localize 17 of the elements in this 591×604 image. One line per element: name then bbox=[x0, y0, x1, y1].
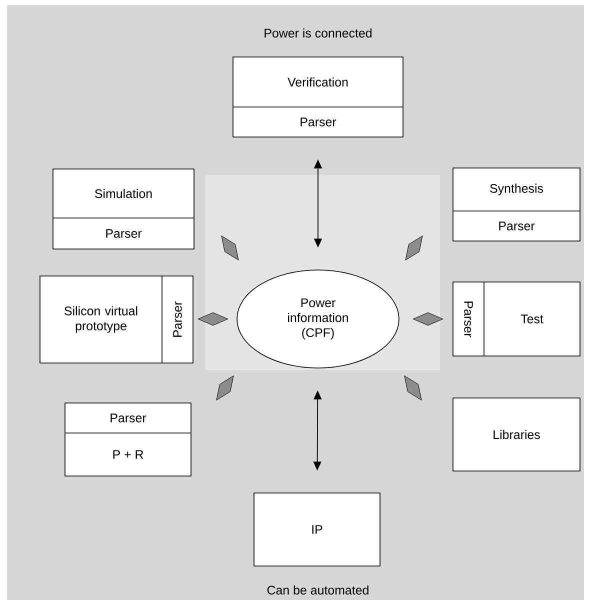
connector-diamond bbox=[405, 236, 423, 260]
process-box: Synthesis Parser bbox=[452, 168, 580, 242]
process-box: Parser Test bbox=[452, 282, 580, 356]
connector-diamond bbox=[404, 376, 422, 400]
process-box: Simulation Parser bbox=[52, 168, 194, 250]
process-box: Parser P + R bbox=[64, 402, 192, 476]
connector-diamond bbox=[221, 236, 239, 260]
process-box: Libraries bbox=[452, 398, 580, 472]
caption-text: Power is connected bbox=[264, 28, 372, 38]
process-box: IP bbox=[254, 492, 380, 566]
process-box: Silicon virtual prototype Parser bbox=[40, 276, 194, 364]
caption-text: Can be automated bbox=[267, 585, 368, 595]
connector-diamond bbox=[412, 312, 444, 326]
connector-diamond bbox=[216, 376, 234, 400]
process-box: Verification Parser bbox=[232, 56, 404, 138]
ellipse-node: Power information (CPF) bbox=[236, 270, 400, 368]
connector-diamond bbox=[198, 312, 228, 326]
